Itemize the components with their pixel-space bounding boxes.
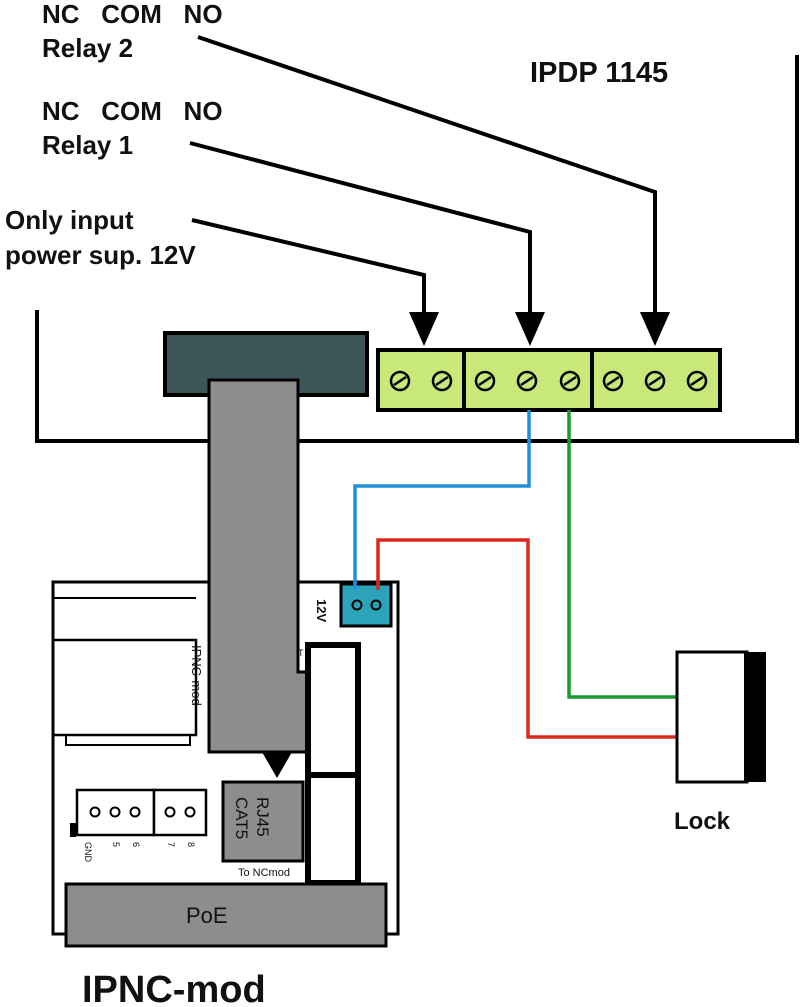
module-title: IPNC-mod xyxy=(82,969,266,1007)
board-connector-lower xyxy=(305,772,361,886)
ribbon-cable-tip xyxy=(262,752,292,778)
io-terminal-strip xyxy=(70,788,208,837)
lock-label: Lock xyxy=(674,808,731,835)
module-side-label: IPNC-mod xyxy=(189,645,204,706)
lock-bolt xyxy=(744,652,766,782)
screw-icon xyxy=(644,370,666,392)
io-pin-label: 5 xyxy=(111,842,121,847)
screw-icon xyxy=(474,370,496,392)
screw-icon xyxy=(516,370,538,392)
arrow-relay1-head xyxy=(515,312,545,346)
io-pin-label: 6 xyxy=(131,842,141,847)
arrow-relay1 xyxy=(189,141,532,320)
rj45-label-line1: RJ45 xyxy=(253,797,272,837)
relay2-pins-label: NC COM NO xyxy=(42,0,223,29)
rj45-port xyxy=(221,780,305,863)
screw-icon xyxy=(602,370,624,392)
rj45-label-line2: CAT5 xyxy=(232,797,251,839)
arrow-power-input xyxy=(191,218,426,320)
arrow-relay2-head xyxy=(640,312,670,346)
io-pin-label: GND xyxy=(83,842,93,863)
screw-icon xyxy=(431,370,453,392)
screw-icon xyxy=(559,370,581,392)
connector-12v xyxy=(339,582,393,628)
arrow-relay2 xyxy=(197,35,657,320)
relay1-pins-label: NC COM NO xyxy=(42,96,223,126)
lock-body xyxy=(675,650,749,784)
relay1-label: Relay 1 xyxy=(42,130,133,160)
poe-connector xyxy=(64,882,388,948)
io-pin-label: 8 xyxy=(186,842,196,847)
relay2-label: Relay 2 xyxy=(42,33,133,63)
board-connector-upper xyxy=(305,642,361,778)
connector-12v-pin xyxy=(370,599,382,611)
device-title: IPDP 1145 xyxy=(530,57,668,89)
wire-green xyxy=(567,410,679,699)
arrow-power-input-head xyxy=(409,312,439,346)
screw-icon xyxy=(686,370,708,392)
io-pin-label: 7 xyxy=(166,842,176,847)
small-marker: T xyxy=(298,648,304,658)
ipdp-enclosure-outline xyxy=(35,55,799,443)
terminal-screws xyxy=(389,370,708,392)
power-input-label-line2: power sup. 12V xyxy=(5,240,196,270)
wire-blue xyxy=(353,410,531,590)
to-ncmod-label: To NCmod xyxy=(238,867,290,879)
wire-red xyxy=(376,538,679,739)
screw-icon xyxy=(389,370,411,392)
connector-12v-pin xyxy=(351,599,363,611)
connector-12v-label: 12V xyxy=(314,599,329,622)
power-input-label-line1: Only input xyxy=(5,205,134,235)
poe-label: PoE xyxy=(186,903,228,928)
